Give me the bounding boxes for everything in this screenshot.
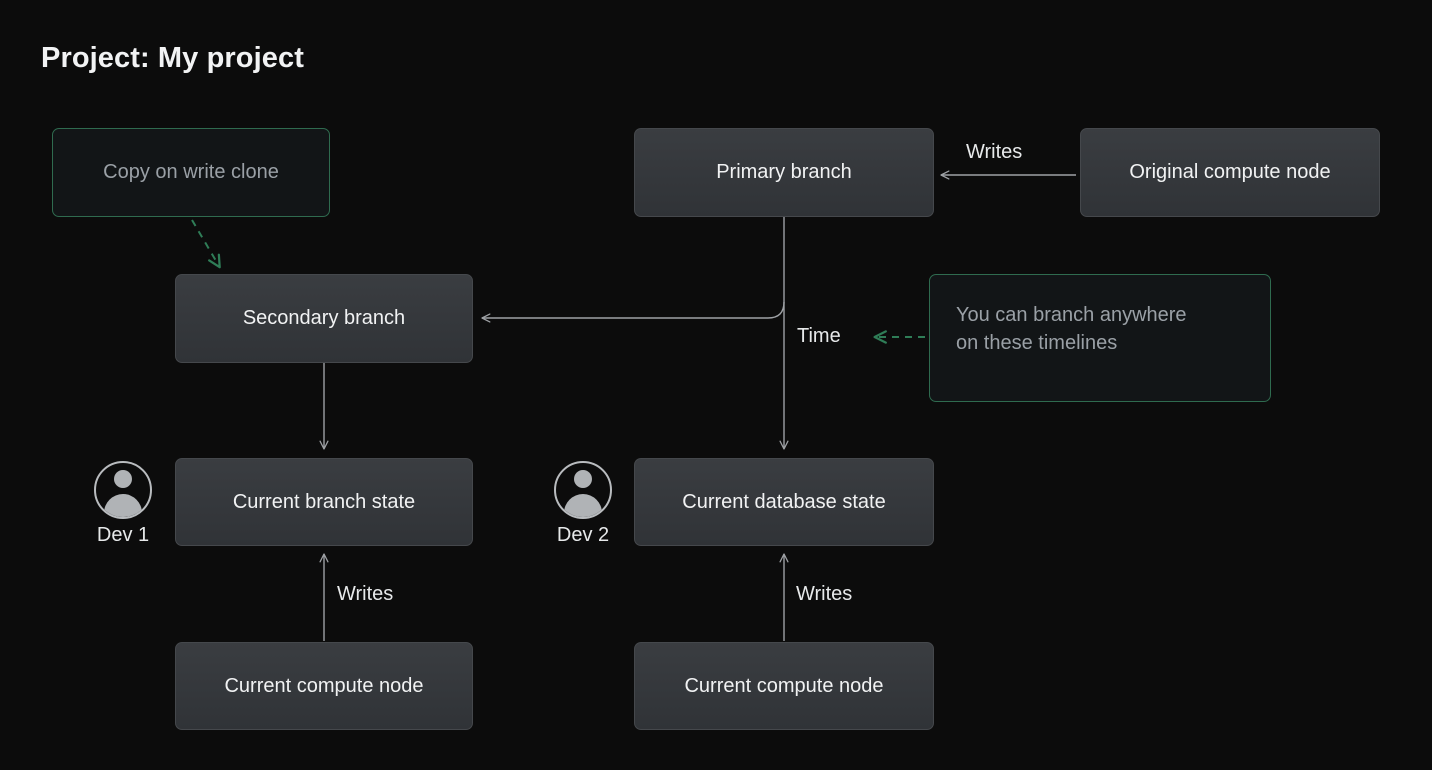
actor-dev-2: Dev 2 bbox=[554, 461, 612, 547]
note-copy-on-write-clone: Copy on write clone bbox=[52, 128, 330, 217]
node-primary-branch-label: Primary branch bbox=[716, 161, 852, 183]
actor-dev-2-label: Dev 2 bbox=[556, 524, 610, 546]
node-current-database-state-label: Current database state bbox=[682, 490, 886, 513]
node-secondary-branch[interactable]: Secondary branch bbox=[175, 274, 473, 363]
node-original-compute-node-label: Original compute node bbox=[1129, 161, 1331, 183]
node-primary-branch[interactable]: Primary branch bbox=[634, 128, 934, 217]
node-current-compute-node-left-label: Current compute node bbox=[224, 674, 424, 697]
edge-copy-on-write-clone-to-secondary-branch bbox=[191, 219, 221, 269]
note-branch-anywhere-line-1: You can branch anywhere bbox=[956, 304, 1187, 326]
node-original-compute-node[interactable]: Original compute node bbox=[1080, 128, 1380, 217]
edge-label-writes-right: Writes bbox=[796, 583, 853, 605]
node-current-branch-state-label: Current branch state bbox=[232, 490, 416, 513]
user-avatar-icon bbox=[94, 461, 152, 519]
node-secondary-branch-label: Secondary branch bbox=[242, 307, 406, 329]
node-current-database-state[interactable]: Current database state bbox=[634, 458, 934, 546]
note-branch-anywhere-line-2: on these timelines bbox=[956, 332, 1118, 355]
actor-dev-1-label: Dev 1 bbox=[96, 524, 150, 546]
edge-primary-branch-to-secondary-branch bbox=[481, 301, 785, 323]
node-current-compute-node-right-label: Current compute node bbox=[684, 674, 884, 697]
node-current-branch-state[interactable]: Current branch state bbox=[175, 458, 473, 546]
note-branch-anywhere: You can branch anywhere on these timelin… bbox=[929, 274, 1271, 402]
edge-label-writes-top: Writes bbox=[966, 141, 1023, 163]
node-current-compute-node-right[interactable]: Current compute node bbox=[634, 642, 934, 730]
edge-label-writes-left: Writes bbox=[337, 583, 394, 605]
node-current-compute-node-left[interactable]: Current compute node bbox=[175, 642, 473, 730]
page-title: Project: My project bbox=[41, 42, 304, 74]
note-copy-on-write-clone-label: Copy on write clone bbox=[103, 161, 279, 184]
edge-label-time: Time bbox=[797, 325, 841, 347]
actor-dev-1: Dev 1 bbox=[94, 461, 152, 547]
user-avatar-icon bbox=[554, 461, 612, 519]
